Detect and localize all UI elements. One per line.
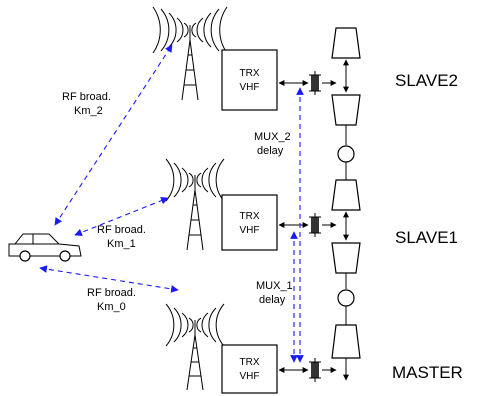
mux2-delay-label: MUX_2 xyxy=(254,131,291,143)
trx-label: TRX xyxy=(240,68,260,79)
station-label-slave1: SLAVE1 xyxy=(395,228,458,247)
car-icon xyxy=(8,233,82,262)
rf-label-km2: RF broad. xyxy=(62,91,111,103)
tower-slave1 xyxy=(165,158,225,251)
rf-label-km1: RF broad. xyxy=(97,224,146,236)
rf-label-km2-distance: Km_2 xyxy=(74,105,103,117)
mux-delay-links xyxy=(290,87,304,363)
coupler-icon-slave1 xyxy=(309,213,321,237)
mux2-delay-sublabel: delay xyxy=(257,145,284,157)
tower-master xyxy=(165,303,225,391)
coupler-icon-master xyxy=(309,358,321,382)
trx-sublabel: VHF xyxy=(240,82,260,93)
rf-label-km1-distance: Km_1 xyxy=(107,238,136,250)
coupler-icon-slave2 xyxy=(309,71,321,95)
rf-label-km0: RF broad. xyxy=(87,287,136,299)
trx-links xyxy=(278,80,337,373)
station-label-slave2: SLAVE2 xyxy=(395,71,458,90)
mux1-delay-label: MUX_1 xyxy=(256,280,293,292)
rf-links xyxy=(39,44,179,293)
tower-slave2 xyxy=(152,6,228,101)
mux-chain xyxy=(331,27,361,381)
trx-label: TRX xyxy=(240,357,260,368)
trx-box-master: TRX VHF xyxy=(221,344,278,394)
rf-label-km0-distance: Km_0 xyxy=(97,301,126,313)
trx-box-slave2: TRX VHF xyxy=(221,49,278,111)
trx-sublabel: VHF xyxy=(240,225,260,236)
station-label-master: MASTER xyxy=(392,363,463,382)
trx-sublabel: VHF xyxy=(240,371,260,382)
trx-box-slave1: TRX VHF xyxy=(221,194,278,251)
mux1-delay-sublabel: delay xyxy=(259,294,286,306)
trx-label: TRX xyxy=(240,211,260,222)
